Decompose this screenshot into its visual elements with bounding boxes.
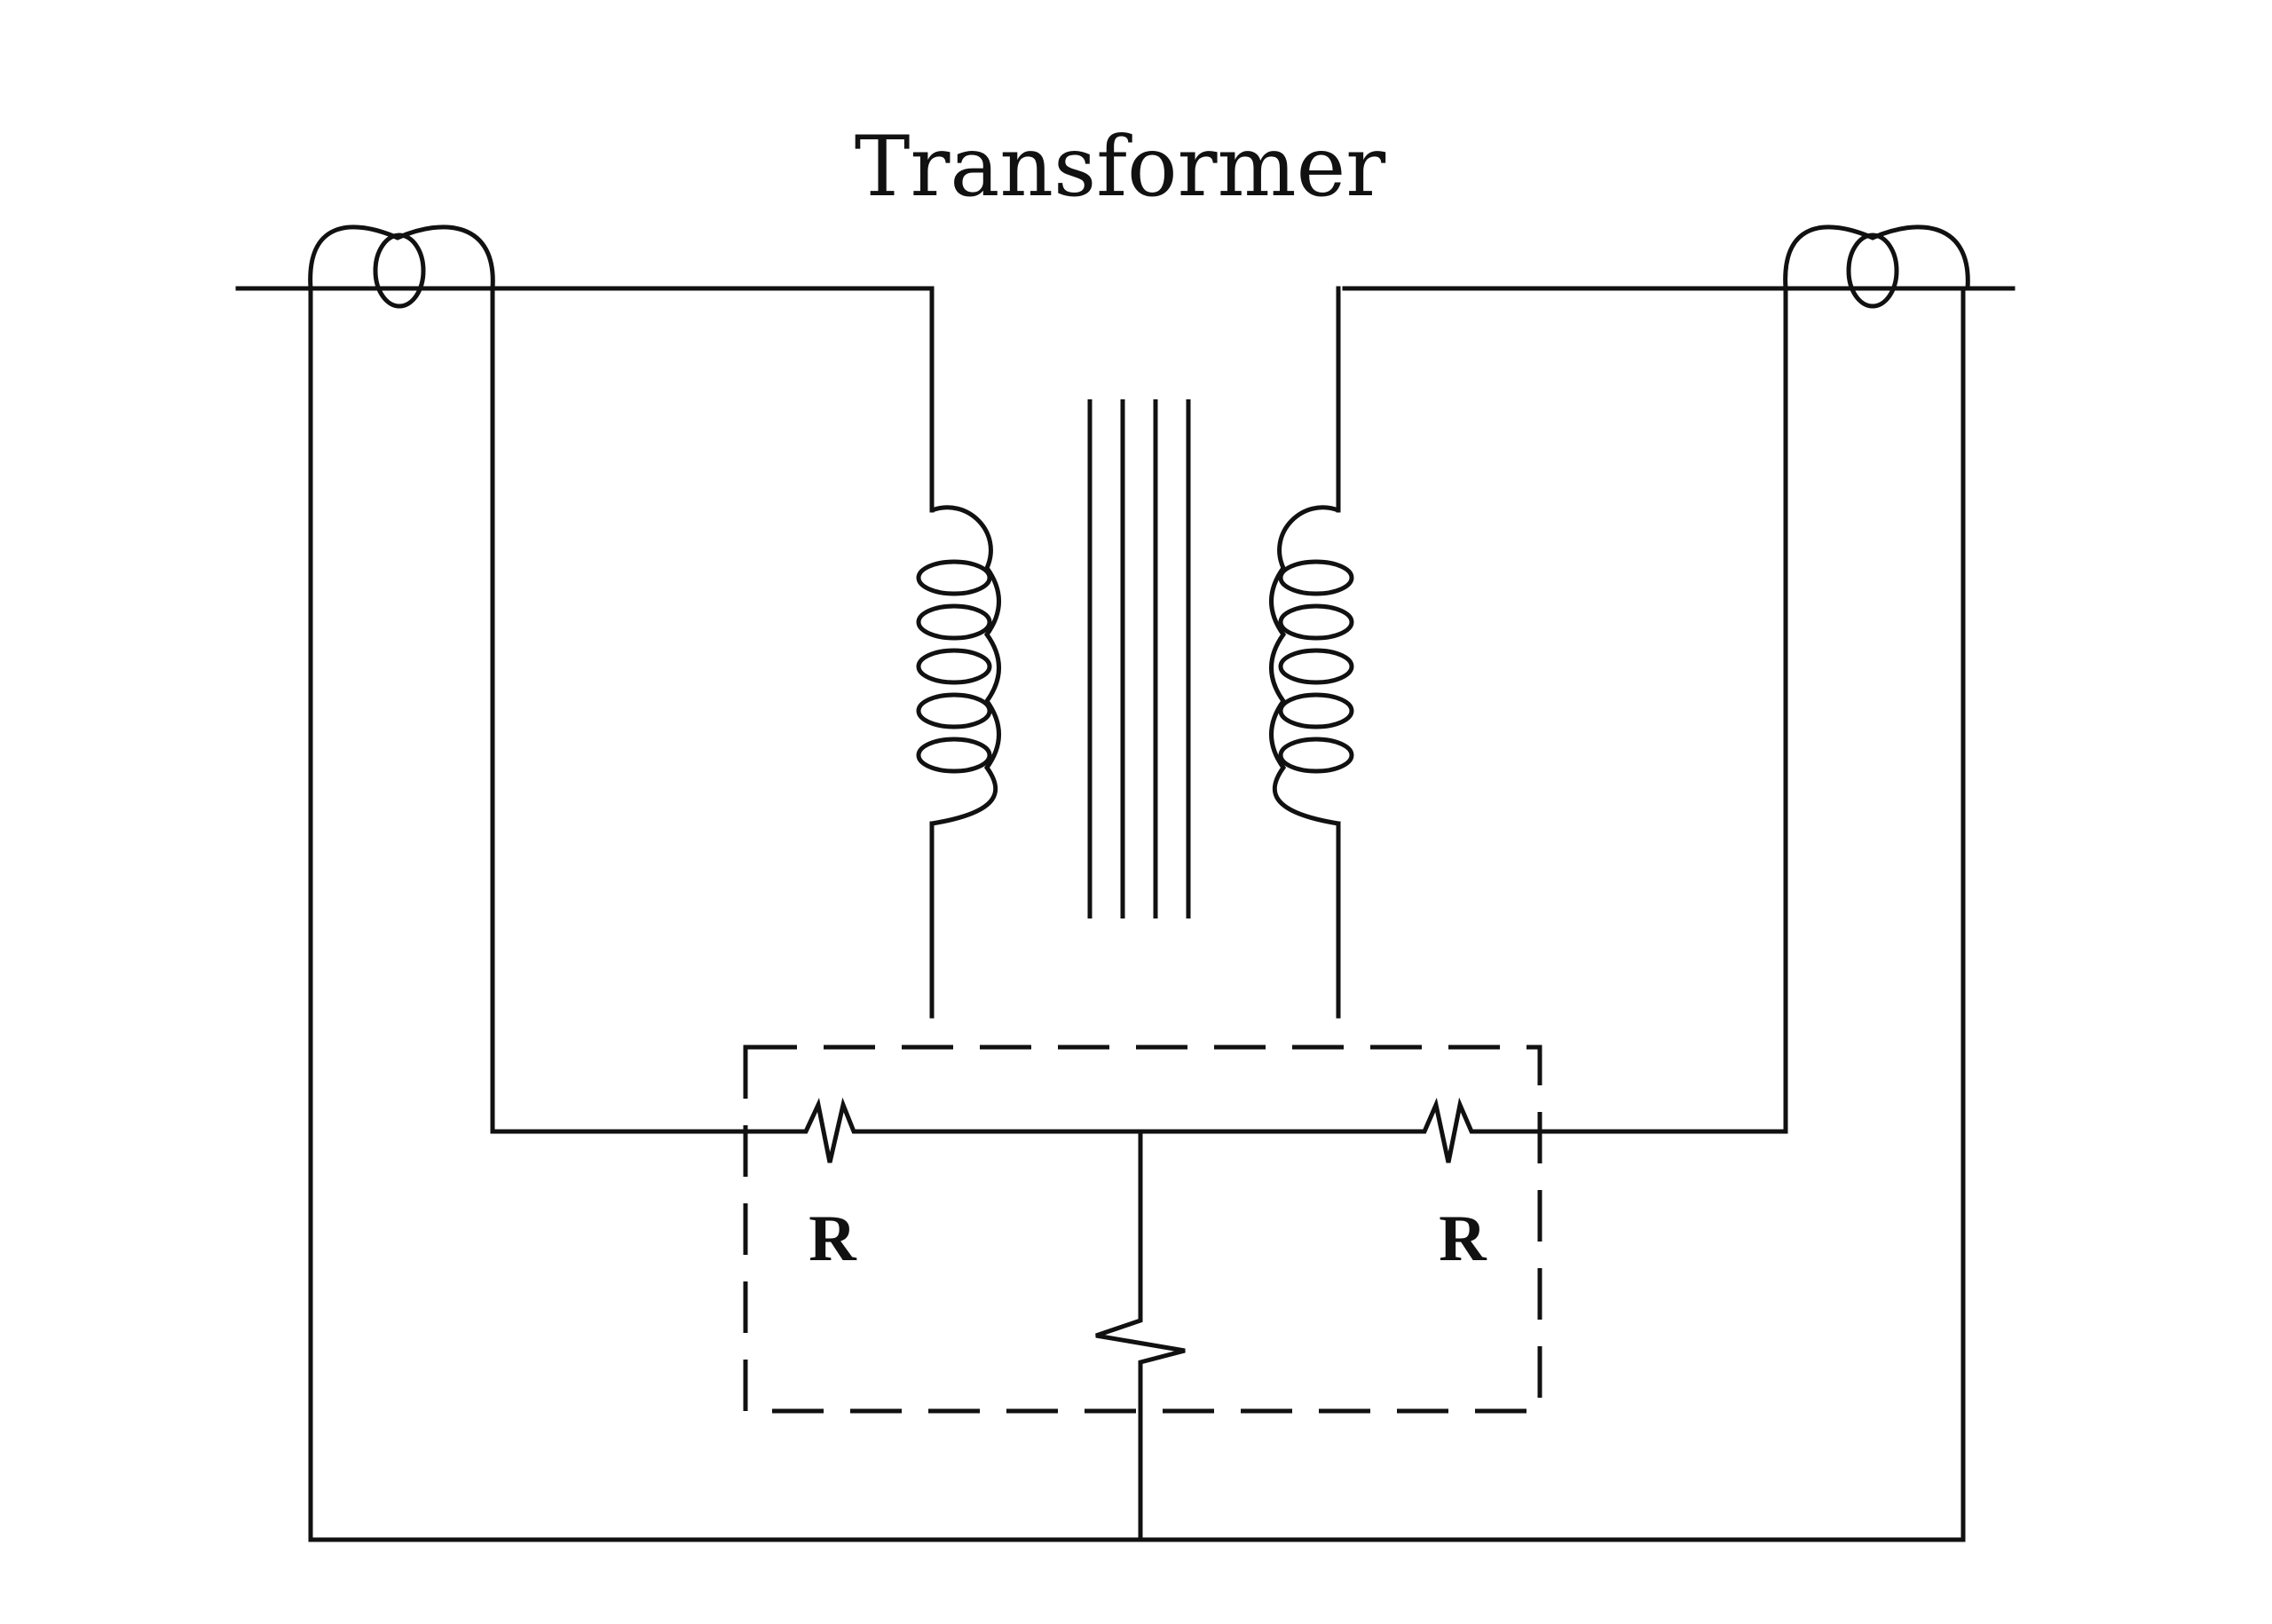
right-ct-outer-loop <box>1783 225 1970 289</box>
right-resistor-label: R <box>1439 1202 1487 1275</box>
secondary-turn <box>1278 737 1354 774</box>
primary-turn <box>916 692 992 729</box>
right-inner-lead <box>1537 286 1788 1134</box>
relay-enclosure-box <box>743 1045 1542 1414</box>
secondary-turn <box>1278 648 1354 685</box>
left-ct-outer-loop <box>308 225 495 289</box>
left-current-transformer <box>308 225 495 309</box>
primary-turn <box>916 603 992 641</box>
secondary-coil-outline <box>1269 505 1339 826</box>
right-ct-inner-loop <box>1846 233 1899 309</box>
secondary-turn <box>1278 559 1354 596</box>
secondary-turn <box>1278 603 1354 641</box>
primary-turn <box>916 648 992 685</box>
secondary-turn <box>1278 692 1354 729</box>
secondary-winding <box>1269 286 1354 1019</box>
right-current-transformer <box>1783 225 1970 309</box>
primary-coil-outline <box>931 505 1001 826</box>
primary-winding <box>916 286 1001 1019</box>
operating-coil-branch <box>1095 1129 1186 1542</box>
left-inner-lead <box>490 286 748 1134</box>
primary-turn <box>916 737 992 774</box>
transformer-core <box>1087 399 1191 918</box>
primary-turn <box>916 559 992 596</box>
left-resistor-label: R <box>809 1202 857 1275</box>
diagram-title: Transformer <box>855 119 1386 216</box>
outer-return-loop <box>308 286 1966 1542</box>
left-ct-inner-loop <box>373 233 426 309</box>
